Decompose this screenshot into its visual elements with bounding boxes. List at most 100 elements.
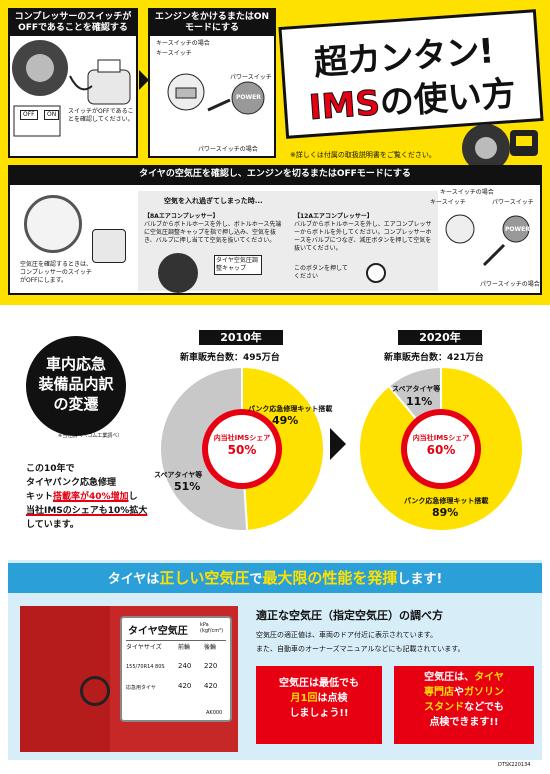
on-label: ON xyxy=(44,110,60,120)
chart-2010-sales: 新車販売台数：495万台 xyxy=(180,353,280,363)
card-header-rear: 後輪 xyxy=(204,644,217,651)
pressure-banner: タイヤは正しい空気圧で最大限の性能を発揮します! xyxy=(8,563,542,593)
step3-heading: タイヤの空気圧を確認し、エンジンを切るまたはOFFモードにする xyxy=(8,165,542,183)
summary-line4: 当社IMSのシェアも10%拡大 xyxy=(26,506,148,516)
step1-heading: コンプレッサーのスイッチがOFFであることを確認する xyxy=(10,10,136,36)
how-to-check-title: 適正な空気圧（指定空気圧）の調べ方 xyxy=(256,609,443,622)
title-ims: IMS xyxy=(307,83,382,129)
tire-icon xyxy=(158,253,198,293)
key-switch-case: キースイッチの場合 xyxy=(156,40,210,47)
panel-12a-text: バルブからボトルホースを外し、エアコンプレッサーからボトルを外してください。コン… xyxy=(294,221,432,252)
badge-line2: 装備品内訳 xyxy=(38,375,114,393)
chart-2020-value-kit: 89% xyxy=(432,506,459,519)
right-key-label: キースイッチ xyxy=(430,199,466,206)
step1-note: スイッチがOFFであることを確認してください。 xyxy=(68,108,134,123)
chart-2020-label-kit: パンク応急修理キット搭載 xyxy=(404,497,489,505)
switch-illustration xyxy=(167,73,265,115)
compressor-icon xyxy=(92,229,126,263)
document-code: DTSK220134 xyxy=(498,762,531,768)
chart-2020-label-spare: スペアタイヤ等 xyxy=(392,385,441,393)
right-key-case: キースイッチの場合 xyxy=(440,189,494,196)
step3-panel: 空気圧を確認するときは、コンプレッサーのスイッチがOFFにします。 空気を入れ過… xyxy=(8,183,542,295)
box2-line2: 専門店やガソリン xyxy=(394,685,534,700)
banner-part-e: します! xyxy=(397,572,443,587)
card-row1-front: 240 xyxy=(178,662,192,670)
power-switch-case: パワースイッチの場合 xyxy=(198,146,258,153)
chart-2010-value-spare: 51% xyxy=(174,480,201,493)
pressure-gauge-icon xyxy=(24,195,82,253)
summary-line5: しています。 xyxy=(26,520,79,530)
pressure-cap-label: タイヤ空気圧調整キャップ xyxy=(214,255,262,275)
box2-stand: スタンド xyxy=(424,702,465,713)
chart-2020-center: 内当社IMSシェア 60% xyxy=(412,434,470,457)
chart-2020-value-spare: 11% xyxy=(406,395,433,408)
card-row2-size: 応急用タイヤ xyxy=(126,685,156,691)
box1-line2: 月1回は点検 xyxy=(256,691,382,706)
chart-2010-label-spare: スペアタイヤ等 xyxy=(154,471,203,479)
card-code: AK000 xyxy=(206,710,223,716)
box2-line1: 空気圧は、タイヤ xyxy=(394,670,534,685)
card-row1-rear: 220 xyxy=(204,662,218,670)
power-button-icon: POWER xyxy=(236,94,261,101)
chart-2010-center: 内当社IMSシェア 50% xyxy=(213,434,271,457)
card-title: タイヤ空気圧 xyxy=(128,626,188,637)
box1-line1: 空気圧は最低でも xyxy=(279,678,359,689)
banner-part-a: タイヤは xyxy=(107,572,160,587)
how-line1: 空気圧の適正値は、車両のドア付近に表示されています。 xyxy=(256,631,438,639)
right-power-case: パワースイッチの場合 xyxy=(480,281,540,288)
summary-line3a: キット xyxy=(26,492,54,502)
step2-heading: エンジンをかけるまたはONモードにする xyxy=(150,10,274,36)
box2-line4: 点検できます!! xyxy=(429,717,499,728)
badge-line3: の変遷 xyxy=(53,395,99,413)
banner-part-c: で xyxy=(249,572,263,587)
door-marker xyxy=(80,676,110,706)
card-row2-rear: 420 xyxy=(204,682,218,690)
donut-hole xyxy=(208,415,276,483)
panel-12a-heading: 【12Aエアコンプレッサー】 xyxy=(294,213,373,220)
chart-2010-year: 2010年 xyxy=(199,330,283,345)
shop-check-box: 空気圧は、タイヤ 専門店やガソリン スタンドなどでも 点検できます!! xyxy=(394,666,534,744)
summary-highlight2: 当社IMSのシェアも10%拡大 xyxy=(26,504,176,518)
chart-2020-center-label: 内当社IMSシェア xyxy=(412,434,470,442)
banner-part-b: 正しい空気圧 xyxy=(159,569,250,587)
box2-line1a: 空気圧は、 xyxy=(424,672,475,683)
box2-tire: タイヤ xyxy=(474,672,504,683)
box1-line2b: は点検 xyxy=(317,693,348,704)
power-switch-label: パワースイッチ xyxy=(230,74,272,81)
pie-slice-0 xyxy=(241,365,325,532)
box2-gas: ガソリン xyxy=(464,687,504,698)
step-check-switch: コンプレッサーのスイッチがOFFであることを確認する OFF ON スイッチがO… xyxy=(8,8,138,158)
chart-2010-value-kit: 49% xyxy=(272,414,299,427)
box1-line3: しましょう!! xyxy=(289,708,349,719)
card-unit: kPa (kgf/cm²) xyxy=(200,622,224,634)
chart-2020-center-value: 60% xyxy=(426,443,456,457)
right-power-button-icon: POWER xyxy=(505,226,530,233)
box2-line2b: や xyxy=(454,687,464,698)
banner-part-d: 最大限の性能を発揮 xyxy=(262,569,398,587)
monthly-check-box: 空気圧は最低でも 月1回は点検 しましょう!! xyxy=(256,666,382,744)
step-arrow-1 xyxy=(139,70,149,90)
summary-line3: キット搭載率が40%増加し xyxy=(26,490,176,504)
panel-8a-heading: 【8Aエアコンプレッサー】 xyxy=(144,213,219,220)
off-label: OFF xyxy=(20,110,38,120)
chart-2010-pie xyxy=(159,365,325,532)
chart-2010-label-kit: パンク応急修理キット搭載 xyxy=(248,405,333,413)
equipment-badge: 車内応急 装備品内訳 の変遷 xyxy=(26,336,126,436)
tire-compressor-icon xyxy=(462,124,538,172)
box1-monthly: 月1回 xyxy=(290,693,318,704)
compressor-illustration xyxy=(12,40,131,137)
step-engine-on: エンジンをかけるまたはONモードにする キースイッチの場合 キースイッチ パワー… xyxy=(148,8,276,158)
card-row2-front: 420 xyxy=(178,682,192,690)
box2-line3: スタンドなどでも xyxy=(394,700,534,715)
chart-2020-year: 2020年 xyxy=(398,330,482,345)
press-button-note: このボタンを押してください xyxy=(294,265,348,280)
chart-2020-sales: 新車販売台数：421万台 xyxy=(384,353,484,363)
donut-hole xyxy=(407,415,475,483)
summary-line1: この10年で xyxy=(26,464,75,474)
right-power-label: パワースイッチ xyxy=(492,199,534,206)
card-divider xyxy=(126,640,226,641)
overinflate-heading: 空気を入れ過ぎてしまった時... xyxy=(164,197,263,205)
card-header-size: タイヤサイズ xyxy=(126,644,162,651)
panel-left-note: 空気圧を確認するときは、コンプレッサーのスイッチがOFFにします。 xyxy=(20,261,93,284)
pressure-label-card: タイヤ空気圧 kPa (kgf/cm²) タイヤサイズ 前輪 後輪 155/70… xyxy=(120,616,232,722)
